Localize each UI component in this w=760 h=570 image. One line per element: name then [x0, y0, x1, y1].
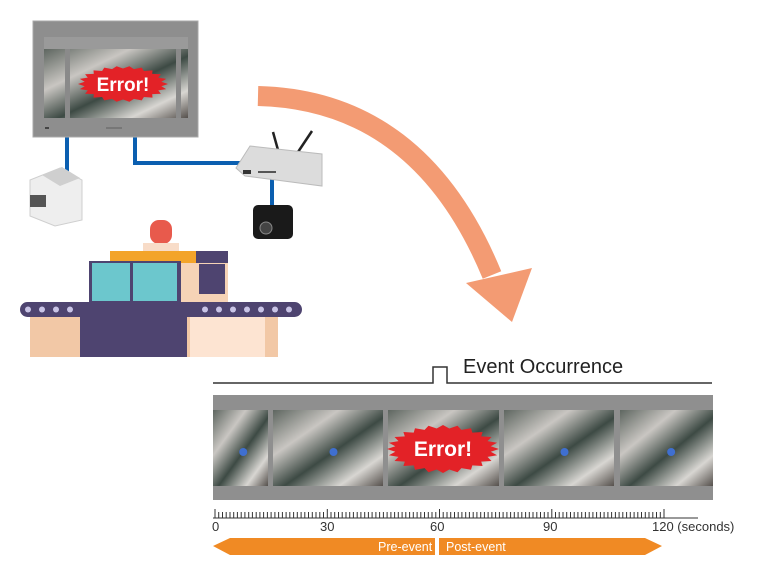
cables	[65, 137, 274, 208]
frame-detail	[239, 448, 248, 456]
tick-label-90: 90	[543, 519, 558, 534]
frame-error-text: Error!	[414, 438, 472, 461]
conveyor-roller	[230, 306, 236, 313]
time-ruler	[213, 509, 698, 519]
video-frame	[213, 410, 268, 486]
conveyor-roller	[272, 306, 278, 313]
post-event-arrow	[439, 538, 662, 555]
tick-label-120: 120 (seconds)	[652, 519, 735, 534]
flow-arrow	[257, 86, 532, 322]
event-occurrence-label: Event Occurrence	[463, 356, 624, 378]
conveyor-roller	[67, 306, 73, 313]
conveyor-roller	[39, 306, 45, 313]
pre-event-label: Pre-event	[378, 540, 433, 554]
camera-device	[253, 205, 293, 239]
video-frame	[620, 410, 713, 486]
filmstrip: Error!	[213, 395, 713, 500]
pre-event-arrow	[213, 538, 435, 555]
video-frame	[504, 410, 614, 486]
hmi-monitor: Error!	[32, 20, 199, 138]
tick-label-30: 30	[320, 519, 335, 534]
hmi-error-text: Error!	[97, 75, 150, 96]
conveyor-roller	[53, 306, 59, 313]
tick-label-60: 60	[430, 519, 445, 534]
error-burst	[387, 425, 499, 473]
video-frame	[273, 410, 383, 486]
conveyor-roller	[202, 306, 208, 313]
event-signal-line	[213, 366, 712, 384]
error-burst	[78, 66, 168, 102]
frame-detail	[560, 448, 569, 456]
frame-detail	[667, 448, 676, 456]
post-event-label: Post-event	[446, 540, 506, 554]
conveyor-roller	[216, 306, 222, 313]
plc-device	[29, 167, 83, 227]
tick-label-0: 0	[212, 519, 220, 534]
conveyor-roller	[286, 306, 292, 313]
conveyor-roller	[258, 306, 264, 313]
frame-detail	[329, 448, 338, 456]
router-device	[235, 130, 323, 187]
conveyor-roller	[25, 306, 31, 313]
factory-machine	[20, 220, 302, 357]
conveyor-roller	[244, 306, 250, 313]
